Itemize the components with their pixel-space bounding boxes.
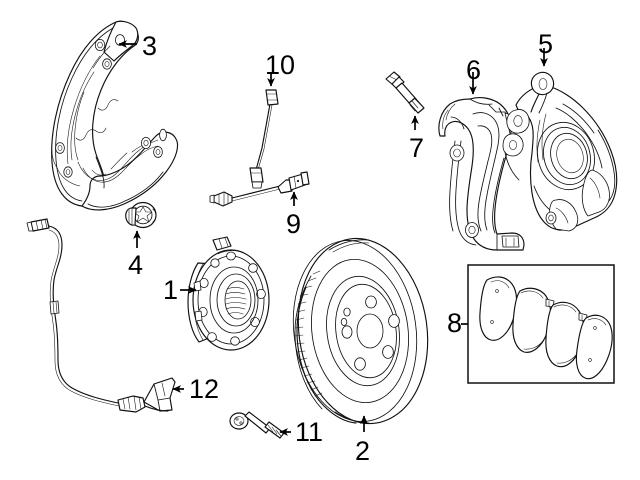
callout-label-8: 8 xyxy=(447,308,463,338)
callout-label-6: 6 xyxy=(466,55,482,85)
callout-label-1: 1 xyxy=(163,275,179,305)
part-abs-cable-12 xyxy=(26,218,176,413)
part-pad-set-8 xyxy=(467,264,615,384)
part-brake-rotor-2 xyxy=(292,237,429,425)
part-splash-shield xyxy=(51,20,179,211)
callout-label-3: 3 xyxy=(142,31,158,61)
part-wear-sensor-9 xyxy=(209,171,310,207)
part-caliper-5 xyxy=(502,71,618,232)
part-wear-sensor-10 xyxy=(249,89,279,189)
part-rotor-screw-11 xyxy=(229,411,285,439)
callout-label-4: 4 xyxy=(128,250,144,280)
callout-label-5: 5 xyxy=(538,29,554,59)
part-lug-bolt-4 xyxy=(125,201,157,229)
callout-label-12: 12 xyxy=(189,374,220,404)
callout-label-11: 11 xyxy=(295,417,324,447)
callout-label-10: 10 xyxy=(265,50,296,80)
part-guide-bolt-7 xyxy=(385,71,425,114)
part-hub-assembly-1 xyxy=(187,236,270,351)
callout-label-2: 2 xyxy=(355,436,371,466)
callout-label-7: 7 xyxy=(409,133,425,163)
callout-label-9: 9 xyxy=(286,209,302,239)
